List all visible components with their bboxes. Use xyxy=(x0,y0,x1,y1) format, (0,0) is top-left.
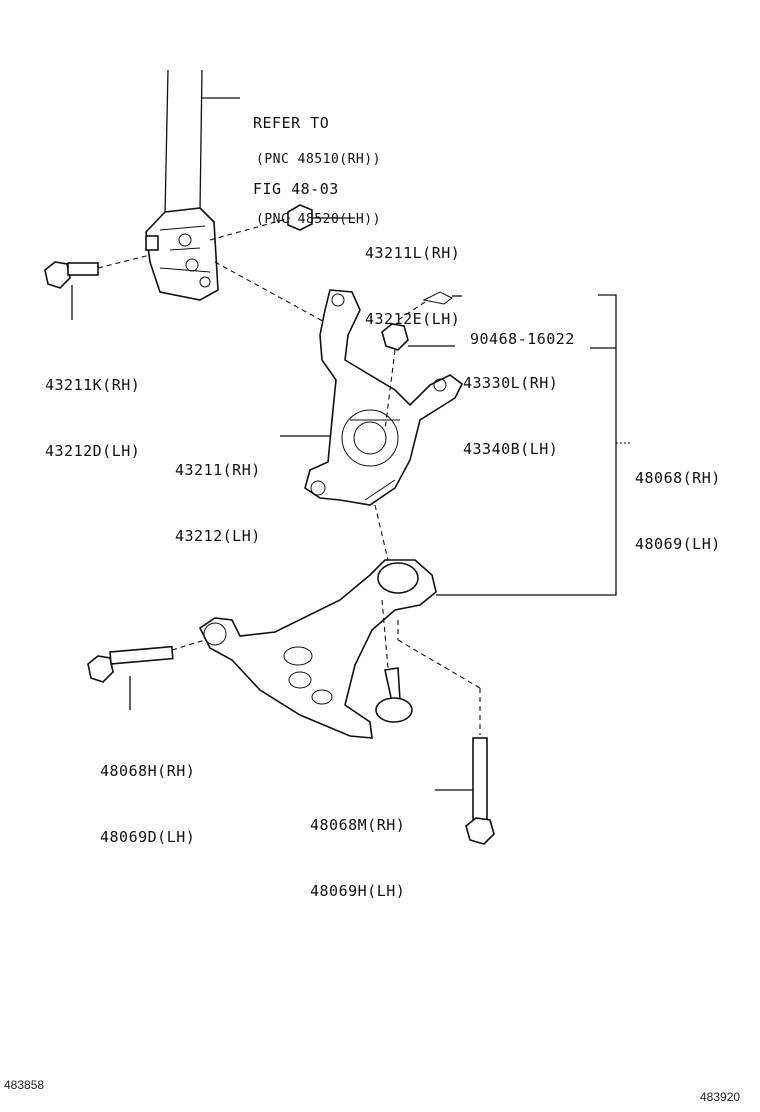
label-48068H[interactable]: 48068H(RH) 48069D(LH) xyxy=(100,716,195,870)
refer-text: REFER TO FIG 48-03 xyxy=(253,68,339,222)
steering-knuckle xyxy=(304,289,464,506)
label-48068-rh[interactable]: 48068(RH) xyxy=(635,469,721,487)
lower-control-arm xyxy=(198,559,437,739)
label-48068H-lh[interactable]: 48069D(LH) xyxy=(100,828,196,846)
label-43211L[interactable]: 43211L(RH) 43212E(LH) xyxy=(365,198,460,352)
label-43330L[interactable]: 43330L(RH) 43340B(LH) xyxy=(463,328,558,482)
bolt-43211K xyxy=(44,261,99,320)
refer-line3: (PNC 48510(RH)) xyxy=(256,152,381,167)
cotter-pin xyxy=(422,291,462,305)
label-48068M-rh[interactable]: 48068M(RH) xyxy=(310,816,406,834)
label-48068H-rh[interactable]: 48068H(RH) xyxy=(100,762,196,780)
label-90468-num[interactable]: 90468-16022 xyxy=(470,330,575,348)
strut-assembly xyxy=(145,69,219,301)
group-bracket xyxy=(436,294,630,596)
nut-43211L xyxy=(287,204,355,231)
bolt-48068H xyxy=(87,645,174,710)
label-43211K-lh[interactable]: 43212D(LH) xyxy=(45,442,141,460)
label-43211-rh[interactable]: 43211(RH) xyxy=(175,461,261,479)
refer-line4: (PNC 48520(LH)) xyxy=(256,212,381,227)
label-43211K-rh[interactable]: 43211K(RH) xyxy=(45,376,141,394)
label-43211L-lh[interactable]: 43212E(LH) xyxy=(365,310,461,328)
bolt-48068M xyxy=(435,737,495,845)
refer-line1: REFER TO xyxy=(253,114,330,132)
label-90468[interactable]: 90468-16022 xyxy=(470,284,575,372)
label-43211K[interactable]: 43211K(RH) 43212D(LH) xyxy=(45,330,140,484)
label-48068M-lh[interactable]: 48069H(LH) xyxy=(310,882,406,900)
label-48068-lh[interactable]: 48069(LH) xyxy=(635,535,721,553)
label-43211[interactable]: 43211(RH) 43212(LH) xyxy=(175,415,261,569)
refer-line2: FIG 48-03 xyxy=(253,180,339,198)
label-48068M[interactable]: 48068M(RH) 48069H(LH) xyxy=(310,770,405,924)
label-43330L-rh[interactable]: 43330L(RH) xyxy=(463,374,559,392)
footer-left-code: 483858 xyxy=(4,1078,45,1092)
label-43211L-rh[interactable]: 43211L(RH) xyxy=(365,244,461,262)
refer-pnc: (PNC 48510(RH)) (PNC 48520(LH)) xyxy=(256,110,381,250)
castle-nut xyxy=(381,323,455,351)
label-48068[interactable]: 48068(RH) 48069(LH) xyxy=(635,423,721,577)
label-43330L-lh[interactable]: 43340B(LH) xyxy=(463,440,559,458)
footer-right-code: 483920 xyxy=(700,1090,741,1104)
label-43211-lh[interactable]: 43212(LH) xyxy=(175,527,261,545)
